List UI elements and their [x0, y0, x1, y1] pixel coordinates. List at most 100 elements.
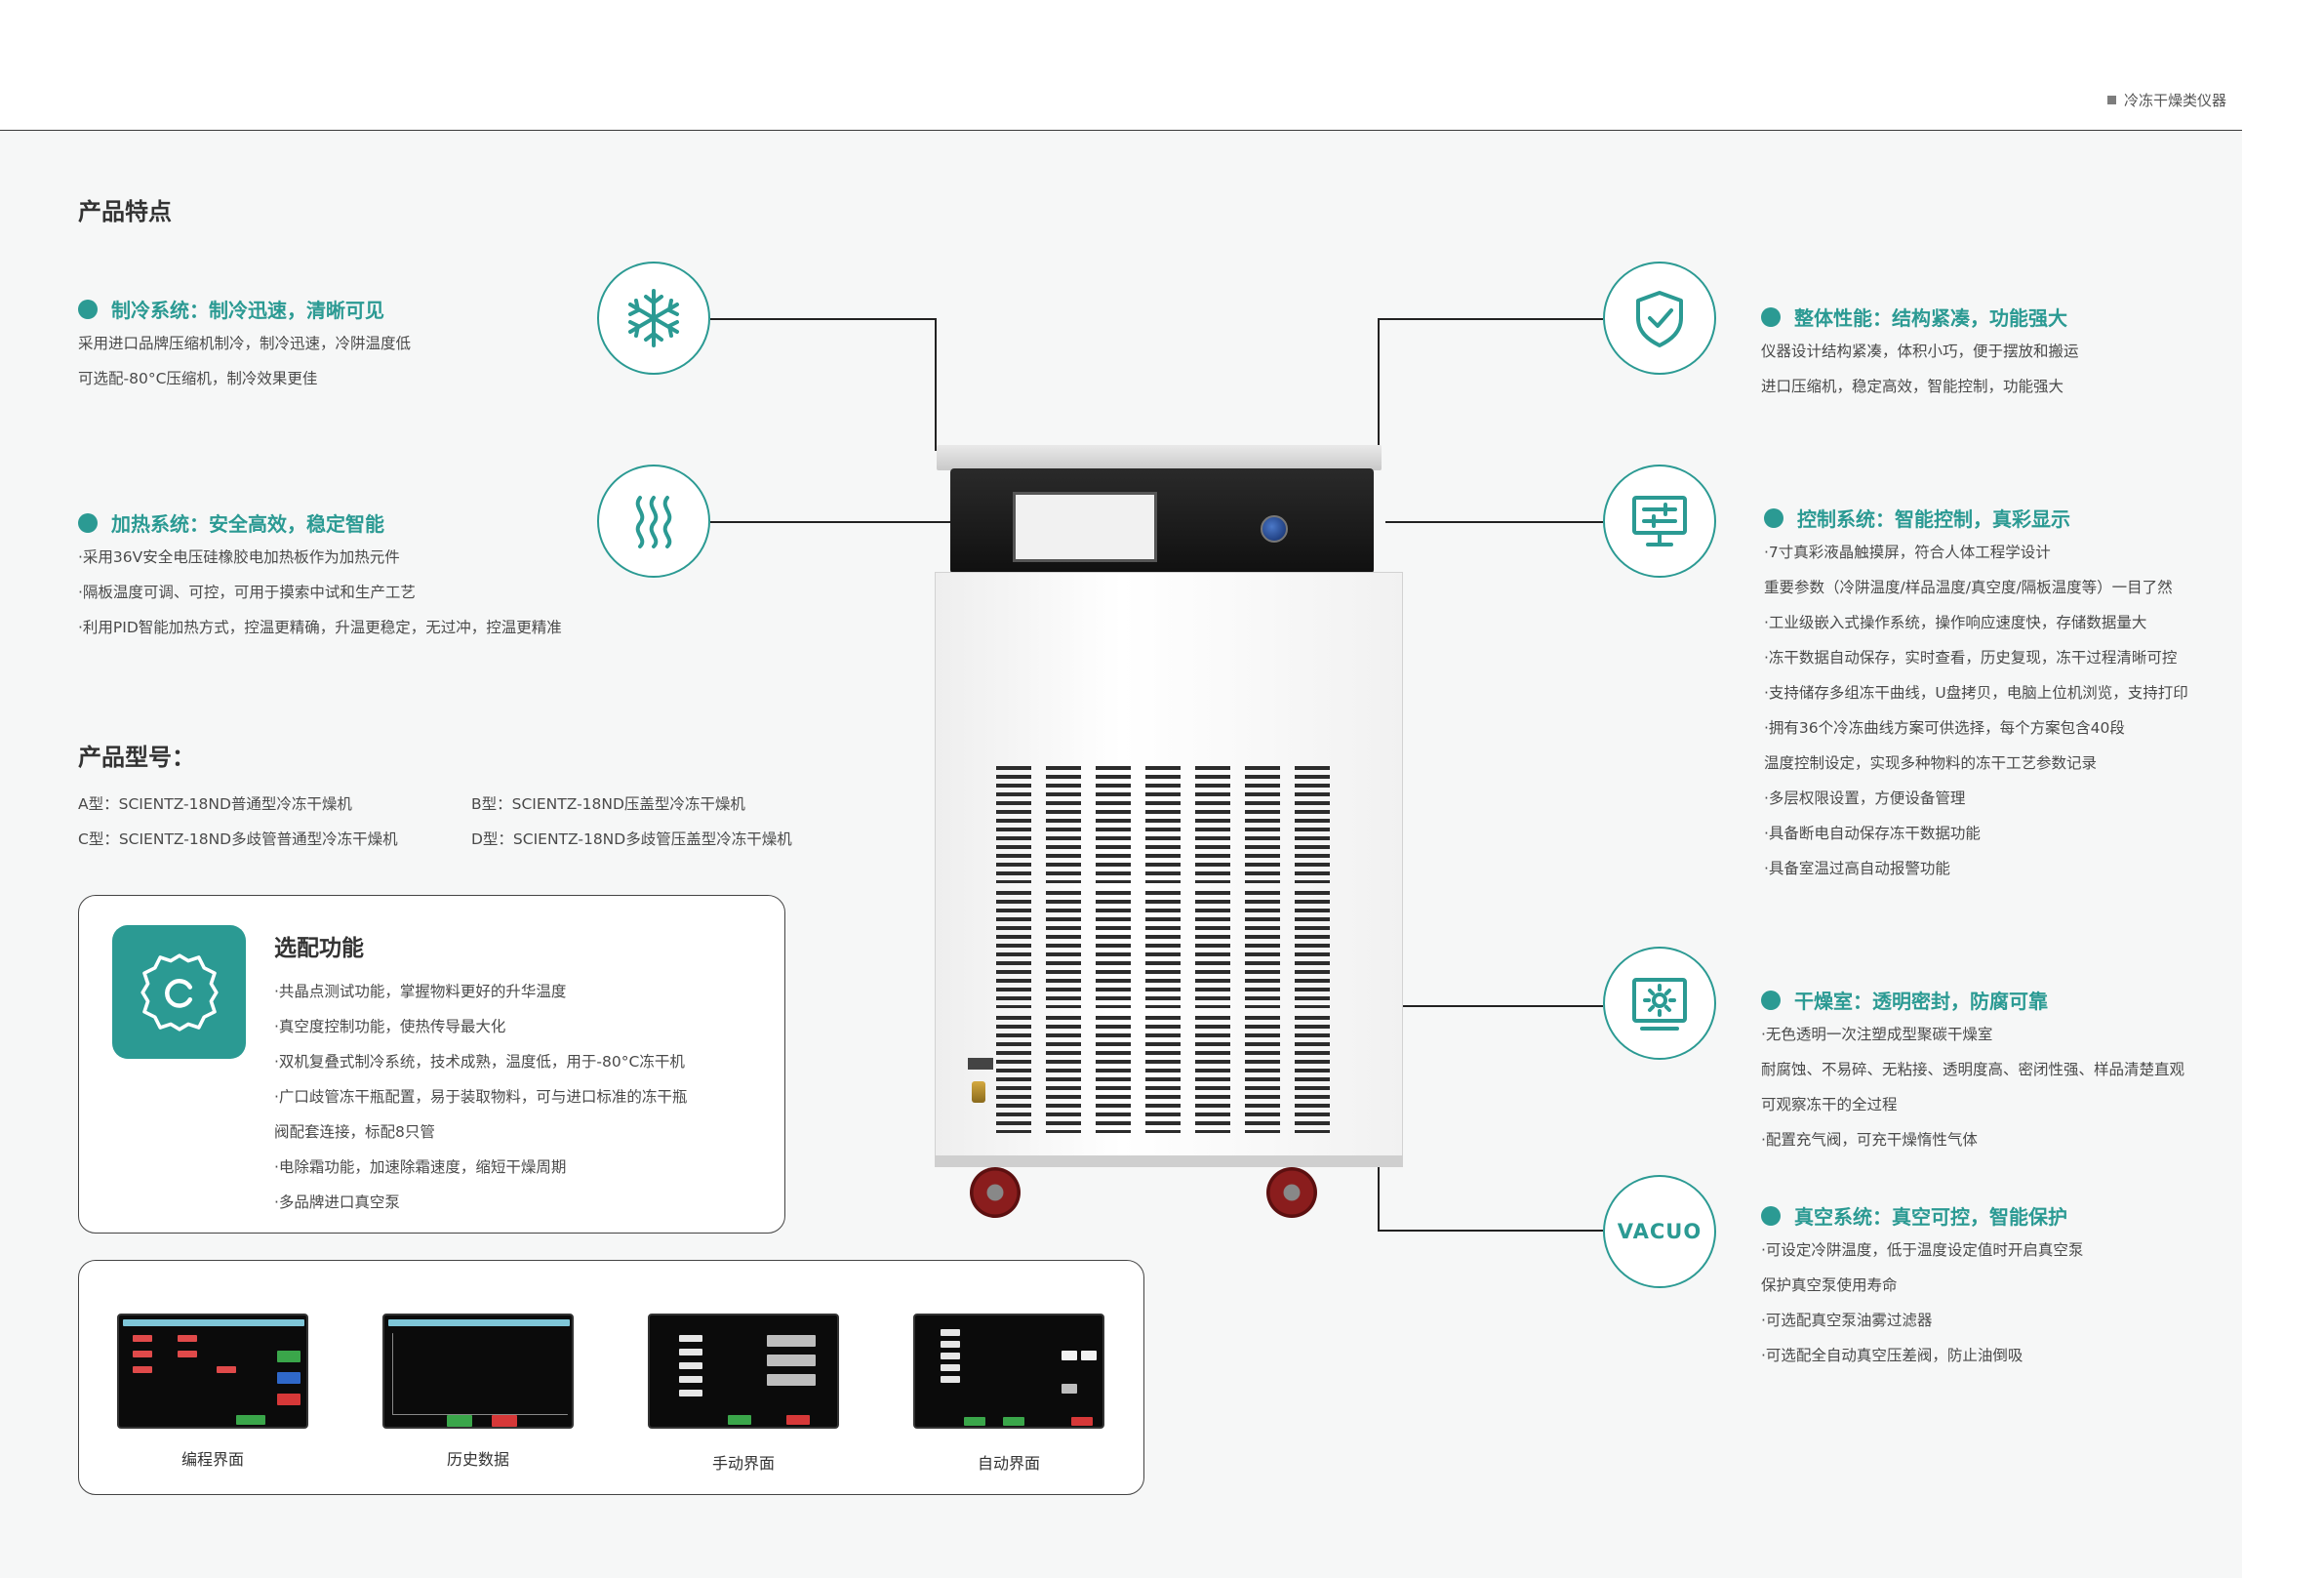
bullet-dot-icon: [78, 512, 98, 533]
heat-waves-icon: [597, 465, 710, 578]
feature-line: 耐腐蚀、不易碎、无粘接、透明度高、密闭性强、样品清楚直观: [1761, 1061, 2185, 1078]
feature-line: 采用进口品牌压缩机制冷，制冷迅速，冷阱温度低: [78, 335, 412, 352]
option-line: ·共晶点测试功能，掌握物料更好的升华温度: [274, 983, 567, 1000]
feature-title-text: 制冷系统：制冷迅速，清晰可见: [111, 299, 384, 322]
screen-manual-thumbnail: [648, 1314, 839, 1429]
shield-check-icon: [1603, 262, 1716, 375]
screen-history-thumbnail: [382, 1314, 574, 1429]
feature-line: ·隔板温度可调、可控，可用于摸索中试和生产工艺: [78, 584, 416, 601]
feature-line: 可观察冻干的全过程: [1761, 1096, 1898, 1113]
feature-line: 进口压缩机，稳定高效，智能控制，功能强大: [1761, 378, 2064, 395]
gear-icon: [112, 925, 246, 1059]
wheel-icon: [1266, 1167, 1317, 1218]
feature-line: 仪器设计结构紧凑，体积小巧，便于摆放和搬运: [1761, 343, 2079, 360]
feature-vacuum-title: 真空系统：真空可控，智能保护: [1761, 1201, 2067, 1230]
models-heading: 产品型号：: [78, 744, 195, 771]
option-line: ·多品牌进口真空泵: [274, 1194, 400, 1211]
bullet-dot-icon: [1761, 990, 1781, 1010]
model-item: B型：SCIENTZ-18ND压盖型冷冻干燥机: [471, 795, 745, 813]
freeze-dryer-image: [935, 445, 1403, 1226]
options-lines: ·共晶点测试功能，掌握物料更好的升华温度 ·真空度控制功能，使热传导最大化 ·双…: [274, 974, 687, 1220]
feature-refrigeration-title: 制冷系统：制冷迅速，清晰可见: [78, 295, 384, 323]
screens-box: 编程界面 历史数据 手动界面: [78, 1260, 1144, 1495]
feature-title-text: 加热系统：安全高效，稳定智能: [111, 512, 384, 536]
feature-line: ·支持储存多组冻干曲线，U盘拷贝，电脑上位机浏览，支持打印: [1764, 684, 2188, 702]
screen-auto-thumbnail: [913, 1314, 1104, 1429]
square-bullet-icon: [2107, 96, 2116, 104]
chamber-light-icon: [1603, 947, 1716, 1060]
feature-performance-lines: 仪器设计结构紧凑，体积小巧，便于摆放和搬运 进口压缩机，稳定高效，智能控制，功能…: [1761, 334, 2079, 404]
screen-label: 自动界面: [977, 1454, 1040, 1473]
feature-title-text: 真空系统：真空可控，智能保护: [1794, 1205, 2067, 1229]
feature-chamber-lines: ·无色透明一次注塑成型聚碳干燥室 耐腐蚀、不易碎、无粘接、透明度高、密闭性强、样…: [1761, 1017, 2184, 1157]
feature-line: 温度控制设定，实现多种物料的冻干工艺参数记录: [1764, 754, 2098, 772]
feature-line: ·7寸真彩液晶触摸屏，符合人体工程学设计: [1764, 544, 2051, 561]
vacuo-icon: VACUO: [1603, 1175, 1716, 1288]
machine-body: [935, 572, 1403, 1161]
vacuo-text: VACUO: [1617, 1220, 1703, 1243]
connector-line: [710, 521, 954, 523]
feature-line: ·利用PID智能加热方式，控温更精确，升温更稳定，无过冲，控温更精准: [78, 619, 562, 636]
model-item: A型：SCIENTZ-18ND普通型冷冻干燥机: [78, 795, 352, 813]
option-line: 阀配套连接，标配8只管: [274, 1123, 435, 1141]
feature-title-text: 控制系统：智能控制，真彩显示: [1797, 507, 2070, 531]
feature-line: ·冻干数据自动保存，实时查看，历史复现，冻干过程清晰可控: [1764, 649, 2178, 667]
knob-icon: [1261, 515, 1288, 543]
feature-line: ·具备室温过高自动报警功能: [1764, 860, 1950, 877]
category-label: 冷冻干燥类仪器: [2107, 90, 2226, 110]
machine-touchscreen: [1013, 492, 1157, 562]
connector-line: [1378, 1159, 1603, 1232]
bullet-dot-icon: [1764, 507, 1783, 528]
connector-line: [710, 318, 937, 451]
model-item: C型：SCIENTZ-18ND多歧管普通型冷冻干燥机: [78, 830, 398, 848]
features-heading: 产品特点: [78, 198, 172, 225]
monitor-settings-icon: [1603, 465, 1716, 578]
feature-line: 保护真空泵使用寿命: [1761, 1276, 1898, 1294]
machine-top-plate: [937, 445, 1382, 470]
feature-vacuum-lines: ·可设定冷阱温度，低于温度设定值时开启真空泵 保护真空泵使用寿命 ·可选配真空泵…: [1761, 1233, 2083, 1373]
screen-label: 历史数据: [446, 1450, 509, 1469]
nameplate: [968, 1058, 993, 1070]
feature-line: 重要参数（冷阱温度/样品温度/真空度/隔板温度等）一目了然: [1764, 579, 2173, 596]
feature-line: ·具备断电自动保存冻干数据功能: [1764, 825, 1981, 842]
feature-refrigeration-lines: 采用进口品牌压缩机制冷，制冷迅速，冷阱温度低 可选配-80°C压缩机，制冷效果更…: [78, 326, 411, 396]
feature-line: ·拥有36个冷冻曲线方案可供选择，每个方案包含40段: [1764, 719, 2125, 737]
feature-line: ·可选配真空泵油雾过滤器: [1761, 1312, 1933, 1329]
feature-control-title: 控制系统：智能控制，真彩显示: [1764, 504, 2070, 532]
options-title: 选配功能: [274, 936, 364, 961]
connector-line: [1395, 1005, 1603, 1007]
screen-label: 手动界面: [711, 1454, 775, 1473]
feature-title-text: 整体性能：结构紧凑，功能强大: [1794, 306, 2067, 330]
screen-label: 编程界面: [180, 1450, 244, 1469]
options-box: 选配功能 ·共晶点测试功能，掌握物料更好的升华温度 ·真空度控制功能，使热传导最…: [78, 895, 785, 1234]
bullet-dot-icon: [78, 299, 98, 319]
valve-fitting: [972, 1081, 985, 1103]
category-text: 冷冻干燥类仪器: [2124, 92, 2227, 109]
screen-programming-thumbnail: [117, 1314, 308, 1429]
option-line: ·真空度控制功能，使热传导最大化: [274, 1018, 506, 1035]
machine-control-head: [950, 468, 1374, 574]
model-item: D型：SCIENTZ-18ND多歧管压盖型冷冻干燥机: [471, 830, 792, 848]
feature-line: ·采用36V安全电压硅橡胶电加热板作为加热元件: [78, 548, 400, 566]
snowflake-icon: [597, 262, 710, 375]
option-line: ·电除霜功能，加速除霜速度，缩短干燥周期: [274, 1158, 567, 1176]
feature-title-text: 干燥室：透明密封，防腐可靠: [1794, 990, 2048, 1013]
feature-line: ·无色透明一次注塑成型聚碳干燥室: [1761, 1026, 1993, 1043]
feature-line: ·配置充气阀，可充干燥惰性气体: [1761, 1131, 1978, 1149]
feature-line: ·可设定冷阱温度，低于温度设定值时开启真空泵: [1761, 1241, 2084, 1259]
feature-control-lines: ·7寸真彩液晶触摸屏，符合人体工程学设计 重要参数（冷阱温度/样品温度/真空度/…: [1764, 535, 2188, 886]
option-line: ·双机复叠式制冷系统，技术成熟，温度低，用于-80°C冻干机: [274, 1053, 685, 1071]
feature-heating-lines: ·采用36V安全电压硅橡胶电加热板作为加热元件 ·隔板温度可调、可控，可用于摸索…: [78, 540, 562, 645]
feature-line: ·多层权限设置，方便设备管理: [1764, 789, 1966, 807]
bullet-dot-icon: [1761, 306, 1781, 327]
feature-line: 可选配-80°C压缩机，制冷效果更佳: [78, 370, 318, 387]
connector-line: [1385, 521, 1603, 523]
connector-line: [1378, 318, 1603, 451]
feature-line: ·工业级嵌入式操作系统，操作响应速度快，存储数据量大: [1764, 614, 2147, 631]
feature-line: ·可选配全自动真空压差阀，防止油倒吸: [1761, 1347, 2023, 1364]
bullet-dot-icon: [1761, 1205, 1781, 1226]
feature-chamber-title: 干燥室：透明密封，防腐可靠: [1761, 986, 2048, 1014]
option-line: ·广口歧管冻干瓶配置，易于装取物料，可与进口标准的冻干瓶: [274, 1088, 688, 1106]
feature-heating-title: 加热系统：安全高效，稳定智能: [78, 508, 384, 537]
